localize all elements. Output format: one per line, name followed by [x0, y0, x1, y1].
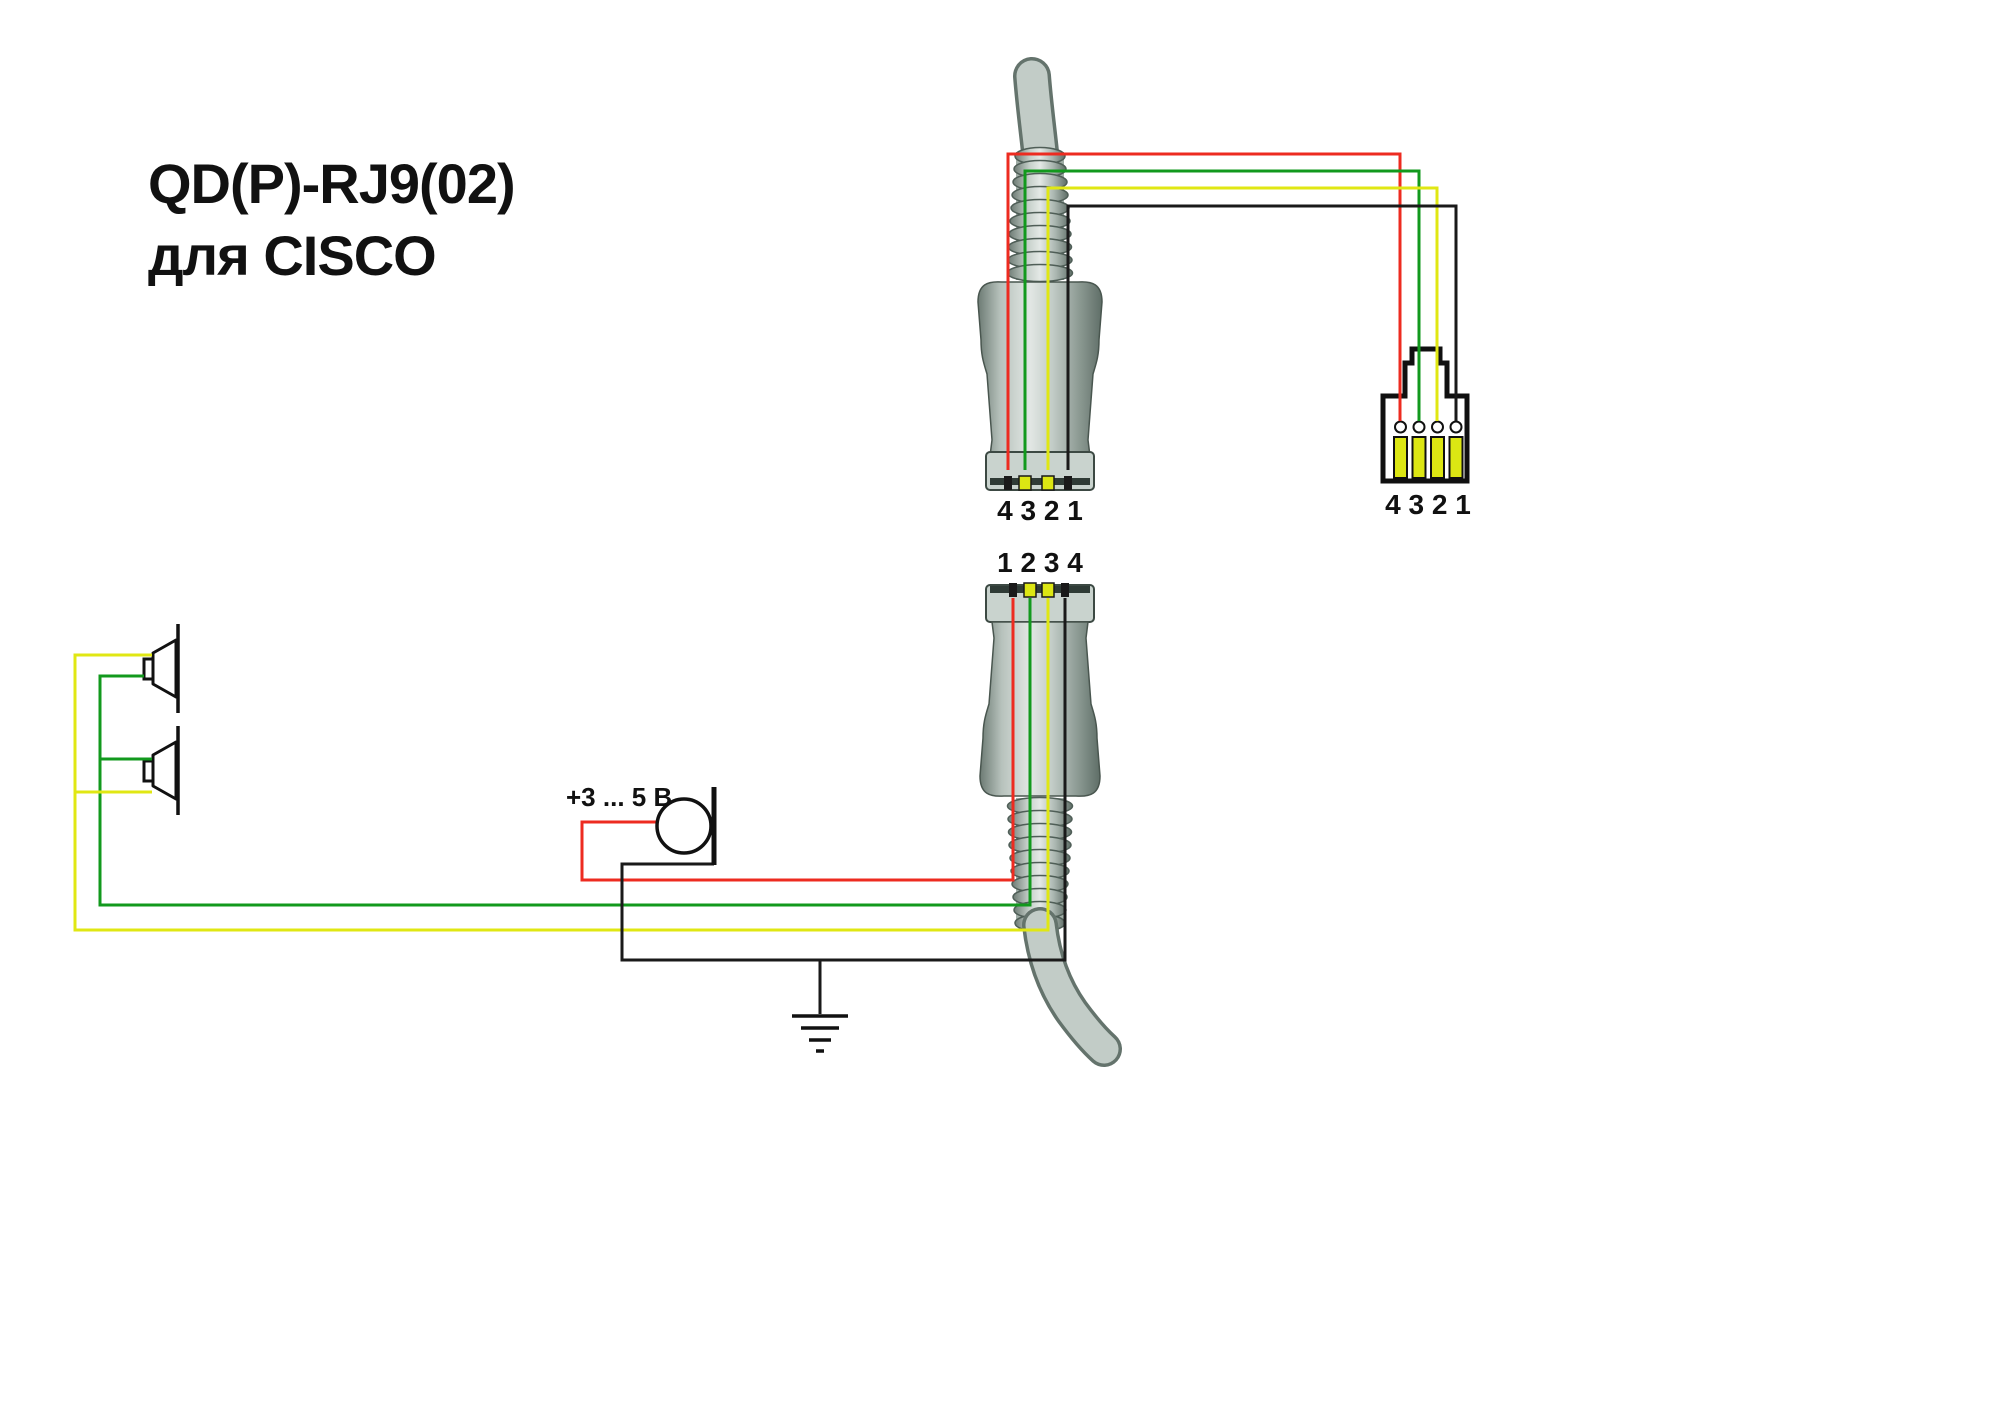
qd-top-pin-contact [1018, 475, 1032, 491]
speaker-top [142, 624, 180, 713]
qd-bottom-pin-contact [1061, 583, 1069, 597]
rj9-plug: 4 3 2 1 [1380, 346, 1471, 520]
rj9-pin-2 [1430, 436, 1445, 479]
mic-voltage-label: +3 ... 5 В [566, 782, 672, 812]
qd-top-pin-label: 4 3 2 1 [997, 495, 1083, 526]
qd-top-pin-contact [1004, 476, 1012, 490]
speaker-cone [151, 740, 178, 801]
rj9-pin-4 [1393, 436, 1408, 479]
qd-bottom-contact-band [990, 586, 1090, 593]
qd-top-cable [1016, 60, 1056, 168]
qd-top-pin-contact [1041, 475, 1055, 491]
microphone: +3 ... 5 В [566, 782, 717, 865]
qd-top-pin-contact [1064, 476, 1072, 490]
wires-bottom [73, 598, 1067, 1014]
speaker-magnet [142, 759, 155, 783]
diagram-title-line2: для CISCO [148, 223, 437, 287]
rj9-wire-hole [1449, 420, 1463, 434]
wire-yellow-top [1046, 186, 1439, 470]
ground-symbol [792, 1014, 848, 1053]
diagram-title: QD(P)-RJ9(02) для CISCO [148, 148, 516, 291]
diagram-title-line1: QD(P)-RJ9(02) [148, 152, 516, 215]
wire-yellow-bottom [73, 598, 1050, 932]
qd-top-body [977, 281, 1103, 457]
qd-bottom-cable [1025, 910, 1119, 1064]
wire-black-top [1066, 204, 1458, 470]
wires-top [1006, 152, 1458, 470]
qd-bottom-pin-label: 1 2 3 4 [997, 547, 1083, 578]
wire-red-top [1006, 152, 1402, 470]
rj9-pin-3 [1411, 436, 1427, 479]
wire-green-top [1023, 169, 1421, 470]
qd-plug-top: 4 3 2 1 [977, 57, 1103, 526]
speaker-cone [151, 638, 178, 699]
qd-bottom-pin-contact [1009, 583, 1017, 597]
wire-black-bottom [620, 598, 1067, 962]
rj9-wire-hole [1394, 420, 1407, 434]
qd-bottom-body [979, 621, 1101, 797]
speaker-magnet [142, 657, 155, 681]
qd-top-contact-band [990, 478, 1090, 485]
wire-red-bottom [580, 598, 1015, 882]
rj9-pin-1 [1448, 436, 1464, 479]
rj9-wire-hole [1412, 420, 1426, 434]
rj9-pin-label: 4 3 2 1 [1385, 489, 1471, 520]
rj9-wire-hole [1431, 420, 1444, 434]
qd-plug-bottom: 1 2 3 4 [979, 547, 1122, 1067]
microphone-capsule [655, 797, 713, 855]
wire-green-bottom [98, 598, 1032, 907]
qd-bottom-pin-contact [1023, 582, 1037, 598]
speaker-bottom [142, 726, 180, 815]
rib [1006, 263, 1074, 283]
qd-bottom-pin-contact [1041, 582, 1055, 598]
